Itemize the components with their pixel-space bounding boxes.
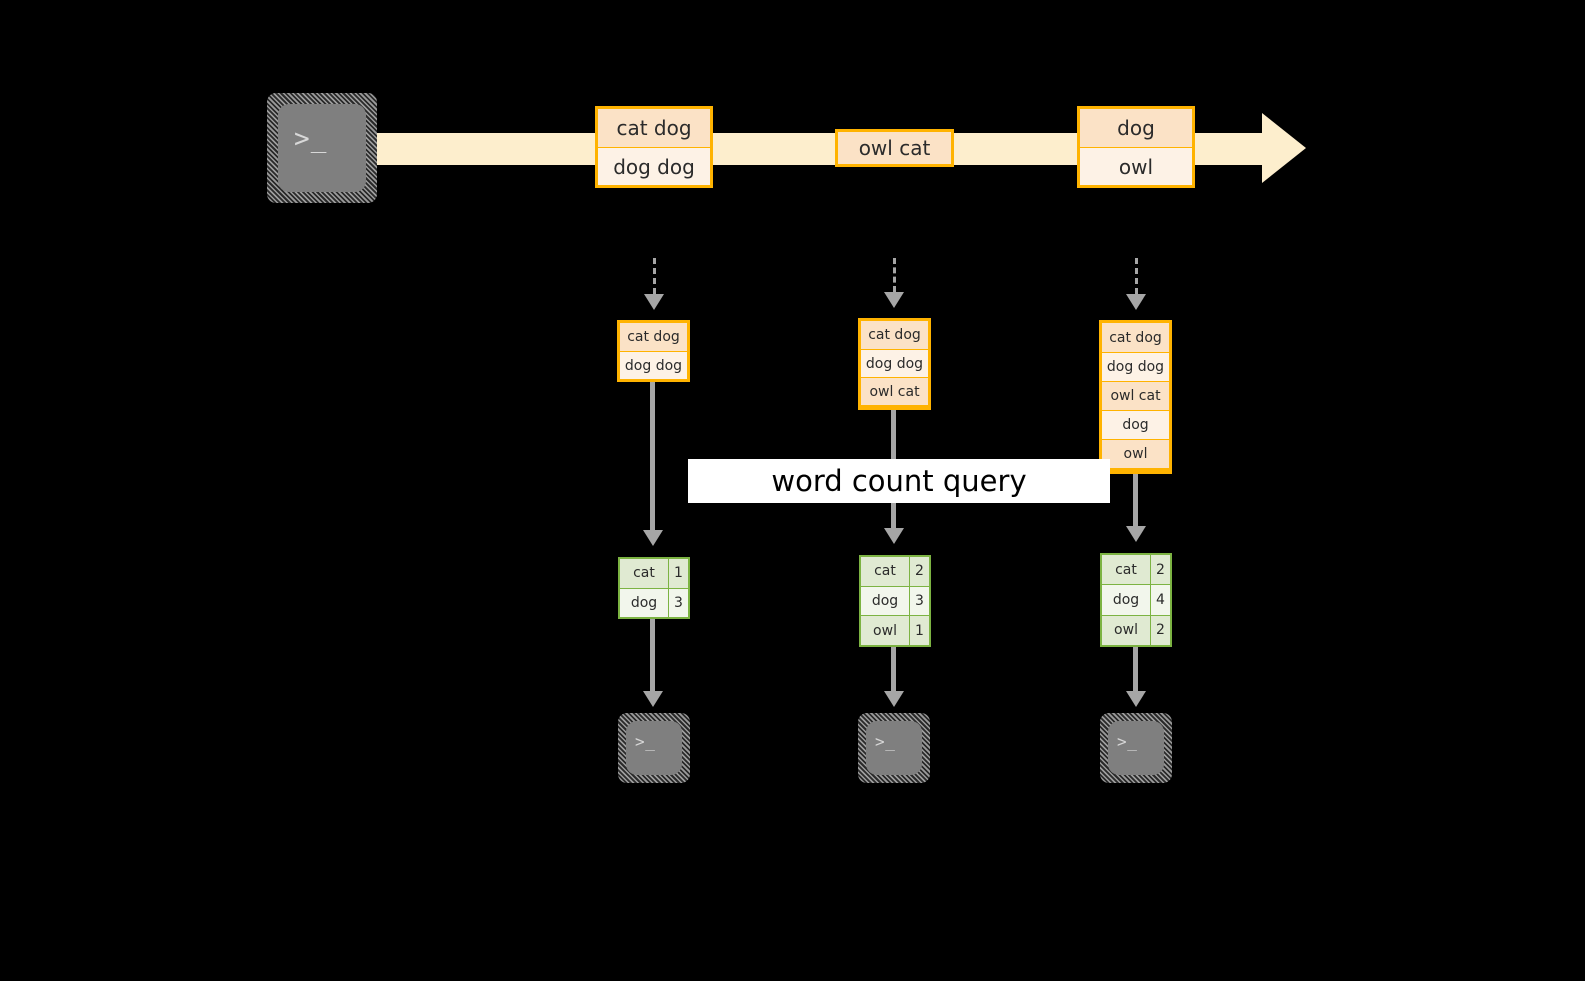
stream-arrowhead (1262, 113, 1306, 183)
terminal-prompt-glyph: >_ (635, 732, 656, 751)
result-key: dog (620, 588, 668, 617)
snapshot-input-row: owl cat (861, 377, 928, 405)
snapshot-input-row: dog dog (620, 351, 687, 379)
snapshot-3-query-arrowhead (1126, 526, 1146, 542)
result-key: dog (861, 586, 909, 616)
snapshot-input-row: dog (1102, 410, 1169, 439)
snapshot-1-query-connector (650, 382, 655, 530)
snapshot-2-sink-connector (891, 647, 896, 691)
snapshot-2-dashed-connector (893, 258, 896, 292)
snapshot-3-dashed-connector (1135, 258, 1138, 294)
snapshot-1-sink-terminal-icon[interactable]: >_ (618, 713, 690, 783)
result-key: dog (1102, 585, 1150, 615)
result-value: 3 (668, 588, 688, 617)
snapshot-input-row: owl (1102, 439, 1169, 468)
snapshot-2-sink-arrowhead (884, 691, 904, 707)
snapshot-2-result-table[interactable]: cat 2 dog 3 owl 1 (859, 555, 931, 647)
stream-message: dog (1080, 109, 1192, 147)
snapshot-1-query-arrowhead (643, 530, 663, 546)
query-label: word count query (688, 459, 1110, 503)
snapshot-input-row: owl cat (1102, 381, 1169, 410)
result-row: dog 4 (1102, 584, 1170, 615)
terminal-face (1108, 721, 1164, 775)
stream-group-2[interactable]: owl cat (835, 129, 954, 167)
snapshot-1-input-stack[interactable]: cat dog dog dog (617, 320, 690, 382)
stream-message: cat dog (598, 109, 710, 147)
result-row: dog 3 (861, 585, 929, 616)
result-key: cat (861, 557, 909, 586)
result-row: dog 3 (620, 587, 688, 617)
terminal-prompt-glyph: >_ (875, 732, 896, 751)
snapshot-3-sink-connector (1133, 647, 1138, 691)
snapshot-2-dashed-arrowhead (884, 292, 904, 308)
result-row: cat 2 (1102, 555, 1170, 585)
snapshot-input-row: cat dog (861, 321, 928, 349)
snapshot-3-dashed-arrowhead (1126, 294, 1146, 310)
result-value: 3 (909, 586, 929, 616)
result-row: owl 1 (861, 615, 929, 646)
snapshot-input-row: cat dog (1102, 323, 1169, 352)
result-value: 1 (909, 616, 929, 646)
snapshot-1-sink-connector (650, 619, 655, 691)
source-terminal-icon[interactable]: >_ (267, 93, 377, 203)
snapshot-3-sink-terminal-icon[interactable]: >_ (1100, 713, 1172, 783)
snapshot-input-row: dog dog (1102, 352, 1169, 381)
result-row: cat 1 (620, 559, 688, 588)
result-row: cat 2 (861, 557, 929, 586)
snapshot-input-row: dog dog (861, 349, 928, 377)
result-value: 1 (668, 559, 688, 588)
snapshot-3-sink-arrowhead (1126, 691, 1146, 707)
stream-message: owl cat (838, 132, 951, 164)
result-row: owl 2 (1102, 614, 1170, 645)
result-value: 2 (909, 557, 929, 586)
result-key: owl (1102, 615, 1150, 645)
snapshot-1-result-table[interactable]: cat 1 dog 3 (618, 557, 690, 619)
snapshot-3-query-connector (1133, 474, 1138, 526)
snapshot-1-dashed-connector (653, 258, 656, 294)
result-value: 2 (1150, 615, 1170, 645)
snapshot-3-input-stack[interactable]: cat dog dog dog owl cat dog owl (1099, 320, 1172, 474)
terminal-prompt-glyph: >_ (1117, 732, 1138, 751)
snapshot-3-result-table[interactable]: cat 2 dog 4 owl 2 (1100, 553, 1172, 647)
result-value: 2 (1150, 555, 1170, 585)
stream-message: dog dog (598, 147, 710, 185)
snapshot-input-row: cat dog (620, 323, 687, 351)
result-key: owl (861, 616, 909, 646)
snapshot-2-input-stack[interactable]: cat dog dog dog owl cat (858, 318, 931, 410)
snapshot-2-query-arrowhead (884, 528, 904, 544)
snapshot-2-sink-terminal-icon[interactable]: >_ (858, 713, 930, 783)
terminal-face (626, 721, 682, 775)
stream-message: owl (1080, 147, 1192, 185)
result-value: 4 (1150, 585, 1170, 615)
terminal-prompt-glyph: >_ (294, 124, 328, 154)
snapshot-1-sink-arrowhead (643, 691, 663, 707)
terminal-face (866, 721, 922, 775)
result-key: cat (1102, 555, 1150, 585)
result-key: cat (620, 559, 668, 588)
stream-group-3[interactable]: dog owl (1077, 106, 1195, 188)
terminal-face (278, 104, 366, 192)
snapshot-1-dashed-arrowhead (644, 294, 664, 310)
stream-group-1[interactable]: cat dog dog dog (595, 106, 713, 188)
